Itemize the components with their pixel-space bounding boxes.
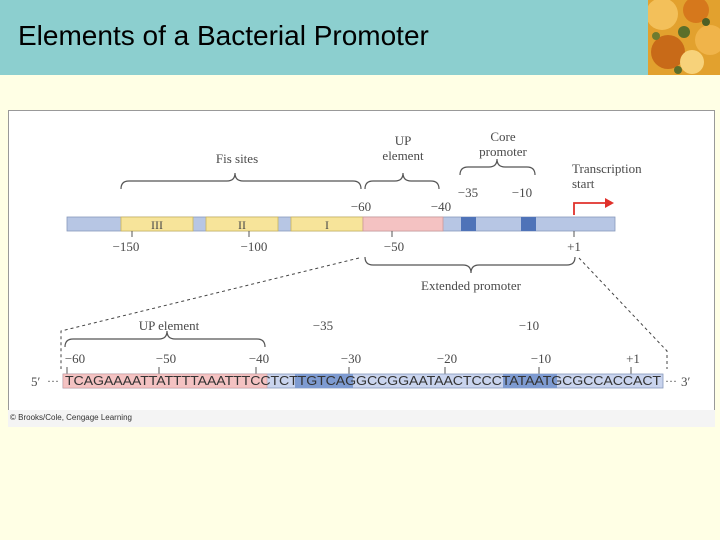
- ruler-minus150: −150: [113, 239, 140, 254]
- right-dots: ···: [665, 374, 677, 388]
- core-promoter-bracket: [459, 158, 536, 176]
- up-element-bracket: [364, 172, 440, 190]
- fis-site-ii-label: II: [238, 218, 246, 232]
- fis-site-ii-box: [205, 216, 279, 232]
- seq-tick-minus60: −60: [65, 351, 85, 366]
- copyright-credit: © Brooks/Cole, Cengage Learning: [10, 413, 132, 422]
- five-prime-label: 5′: [31, 374, 41, 389]
- transcription-start-arrow: [573, 198, 614, 215]
- slide-title: Elements of a Bacterial Promoter: [18, 20, 429, 51]
- top-pos-minus60: −60: [351, 199, 371, 214]
- zoom-lines: [60, 257, 668, 369]
- minus35-box: [461, 217, 476, 231]
- ruler-minus100: −100: [241, 239, 268, 254]
- extended-promoter-label: Extended promoter: [421, 278, 522, 293]
- credit-bar: [8, 410, 715, 427]
- extended-promoter-bracket: [364, 256, 576, 274]
- minus10-box: [521, 217, 536, 231]
- title-bar: Elements of a Bacterial Promoter: [0, 0, 720, 75]
- ruler-minus50: −50: [384, 239, 404, 254]
- fis-site-iii-label: III: [151, 218, 163, 232]
- up-element-label-bottom: UP element: [139, 318, 200, 333]
- up-element-box: [362, 216, 444, 232]
- bottom-label-minus35: −35: [313, 318, 333, 333]
- seq-minus35-region: [295, 374, 353, 388]
- left-dots: ···: [47, 374, 59, 388]
- seq-tick-minus10: −10: [531, 351, 551, 366]
- ruler-plus1: +1: [567, 239, 581, 254]
- three-prime-label: 3′: [681, 374, 691, 389]
- seq-up-region: [62, 373, 268, 389]
- fis-sites-label: Fis sites: [216, 151, 258, 166]
- seq-tick-minus50: −50: [156, 351, 176, 366]
- up-element-bottom-bracket: [64, 330, 266, 348]
- ruler-ticks: [131, 231, 575, 237]
- seq-tick-minus40: −40: [249, 351, 269, 366]
- seq-tick-plus1: +1: [626, 351, 640, 366]
- top-pos-minus40: −40: [431, 199, 451, 214]
- seq-tick-minus20: −20: [437, 351, 457, 366]
- fis-site-iii-box: [120, 216, 194, 232]
- fis-sites-bracket: [120, 172, 362, 190]
- bottom-label-minus10: −10: [519, 318, 539, 333]
- orange-bacteria-photo: [648, 0, 720, 75]
- top-pos-minus35: −35: [458, 185, 478, 200]
- top-pos-minus10: −10: [512, 185, 532, 200]
- fis-site-i-label: I: [325, 218, 329, 232]
- seq-tick-minus30: −30: [341, 351, 361, 366]
- seq-minus10-region: [503, 374, 557, 388]
